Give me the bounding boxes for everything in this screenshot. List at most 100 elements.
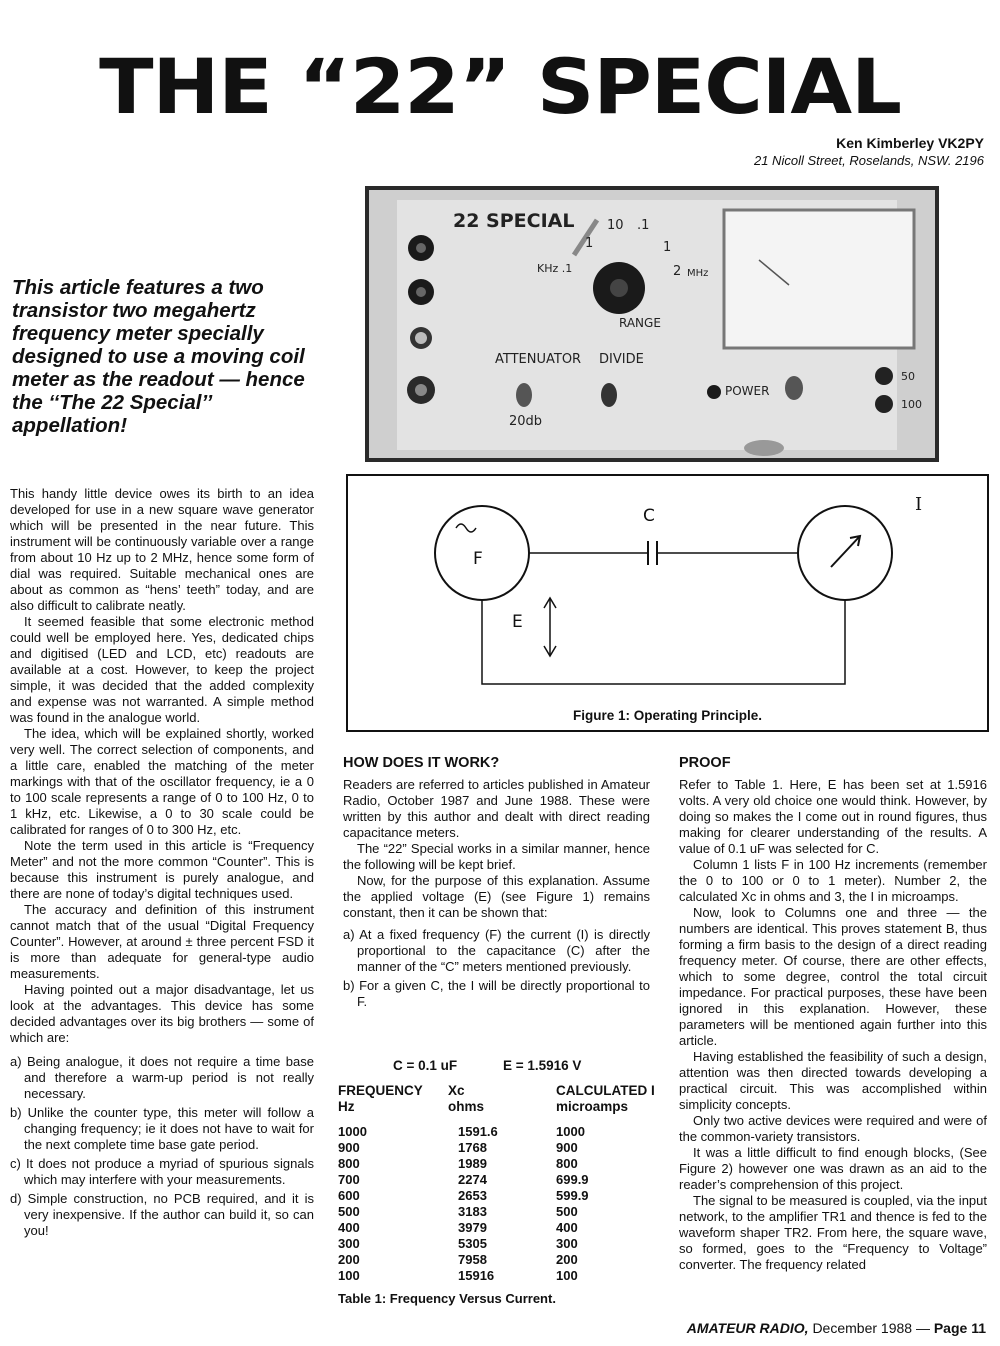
header-line: microamps <box>556 1099 629 1114</box>
column-header-current: CALCULATED I microamps <box>556 1083 655 1115</box>
list-item: b) For a given C, the I will be directly… <box>343 978 650 1009</box>
paragraph: Readers are referred to articles publish… <box>343 777 650 840</box>
paragraph: Now, look to Columns one and three — the… <box>679 905 987 1048</box>
paragraph: The accuracy and definition of this inst… <box>10 902 314 981</box>
table-cell: 3979 <box>458 1220 487 1235</box>
table-caption: Table 1: Frequency Versus Current. <box>338 1291 556 1306</box>
table-cell: 500 <box>556 1204 578 1219</box>
paragraph: Having pointed out a major disadvantage,… <box>10 982 314 1045</box>
paragraph: It seemed feasible that some electronic … <box>10 614 314 725</box>
table-cell: 7958 <box>458 1252 487 1267</box>
author-address: 21 Nicoll Street, Roselands, NSW. 2196 <box>753 153 984 168</box>
range-label: RANGE <box>619 316 661 330</box>
paragraph: Refer to Table 1. Here, E has been set a… <box>679 777 987 856</box>
table-cell: 1000 <box>556 1124 585 1139</box>
table-cell: 900 <box>338 1140 360 1155</box>
table-condition-c: C = 0.1 uF <box>393 1058 458 1073</box>
mhz-label: MHz <box>687 268 709 279</box>
byline: Ken Kimberley VK2PY 21 Nicoll Street, Ro… <box>754 134 984 169</box>
table-cell: 400 <box>338 1220 360 1235</box>
table-cell: 500 <box>338 1204 360 1219</box>
table-cell: 2274 <box>458 1172 487 1187</box>
table-cell: 800 <box>556 1156 578 1171</box>
table-cell: 800 <box>338 1156 360 1171</box>
table-cell: 200 <box>556 1252 578 1267</box>
paragraph: This handy little device owes its birth … <box>10 486 314 613</box>
label-f: F <box>473 549 483 569</box>
table-cell: 1768 <box>458 1140 487 1155</box>
paragraph: It was a little difficult to find enough… <box>679 1145 987 1192</box>
column-header-frequency: FREQUENCY Hz <box>338 1083 423 1115</box>
divide-label: DIVIDE <box>599 352 644 367</box>
paragraph: Only two active devices were required an… <box>679 1113 987 1144</box>
device-panel-drawing <box>369 190 935 458</box>
panel-brand: 22 SPECIAL <box>453 210 575 232</box>
paragraph: The “22” Special works in a similar mann… <box>343 841 650 872</box>
article-title: THE “22” SPECIAL <box>99 42 902 131</box>
dial-mark-1: 1 <box>585 236 594 251</box>
attenuator-label: ATTENUATOR <box>495 352 582 367</box>
paragraph: Note the term used in this article is “F… <box>10 838 314 901</box>
table-row: 700 2274 699.9 <box>338 1172 668 1188</box>
table-cell: 3183 <box>458 1204 487 1219</box>
table-cell: 700 <box>338 1172 360 1187</box>
scale-50-label: 50 <box>901 370 915 383</box>
table-cell: 5305 <box>458 1236 487 1251</box>
dial-mark-point1: .1 <box>637 218 650 233</box>
section-heading: PROOF <box>679 755 731 771</box>
paragraph: Column 1 lists F in 100 Hz increments (r… <box>679 857 987 904</box>
header-line: FREQUENCY <box>338 1083 423 1098</box>
label-e: E <box>512 612 523 632</box>
issue-date: December 1988 — <box>812 1320 930 1336</box>
paragraph: Having established the feasibility of su… <box>679 1049 987 1112</box>
table-cell: 900 <box>556 1140 578 1155</box>
table-row: 900 1768 900 <box>338 1140 668 1156</box>
circuit-diagram <box>434 505 893 685</box>
author-name: Ken Kimberley VK2PY <box>836 135 984 151</box>
dial-mark-10: 10 <box>607 218 624 233</box>
figure-caption: Figure 1: Operating Principle. <box>572 708 763 723</box>
table-row: 500 3183 500 <box>338 1204 668 1220</box>
table-cell: 400 <box>556 1220 578 1235</box>
scale-100-label: 100 <box>901 398 922 411</box>
db-label: 20db <box>509 414 543 429</box>
table-cell: 15916 <box>458 1268 495 1283</box>
body-column-1: This handy little device owes its birth … <box>10 486 314 1239</box>
page-number: Page 11 <box>933 1320 986 1336</box>
list-item: c) It does not produce a myriad of spuri… <box>10 1156 314 1187</box>
table-cell: 600 <box>338 1188 360 1203</box>
table-cell: 699.9 <box>556 1172 589 1187</box>
table-cell: 100 <box>338 1268 360 1283</box>
body-column-2: HOW DOES IT WORK? Readers are referred t… <box>343 753 650 1010</box>
column-header-xc: Xc ohms <box>448 1083 484 1115</box>
device-photo: 22 SPECIAL 10 .1 1 1 KHz .1 2 MHz RANGE … <box>365 186 939 462</box>
list-item: b) Unlike the counter type, this meter w… <box>10 1105 314 1152</box>
table-cell: 100 <box>556 1268 578 1283</box>
section-heading: HOW DOES IT WORK? <box>343 755 500 771</box>
intro-standfirst: This article features a two transistor t… <box>12 276 305 437</box>
list-item: a) At a fixed frequency (F) the current … <box>343 927 650 974</box>
table-cell: 1989 <box>458 1156 487 1171</box>
page-footer: AMATEUR RADIO, December 1988 — Page 11 <box>687 1320 986 1336</box>
dial-mark-2: 2 <box>673 264 682 279</box>
label-i: I <box>915 494 923 515</box>
table-row: 400 3979 400 <box>338 1220 668 1236</box>
paragraph: The idea, which will be explained shortl… <box>10 726 314 837</box>
table-cell: 300 <box>338 1236 360 1251</box>
table-row: 800 1989 800 <box>338 1156 668 1172</box>
list-item: d) Simple construction, no PCB required,… <box>10 1191 314 1238</box>
table-condition-e: E = 1.5916 V <box>503 1058 582 1073</box>
power-label: POWER <box>725 384 770 398</box>
figure-1: C I F E Figure 1: Operating Principle. <box>346 474 989 732</box>
dial-mark-1b: 1 <box>663 240 672 255</box>
header-line: Hz <box>338 1099 355 1114</box>
list-item: a) Being analogue, it does not require a… <box>10 1054 314 1101</box>
table-cell: 599.9 <box>556 1188 589 1203</box>
table-cell: 1591.6 <box>458 1124 498 1139</box>
magazine-name: AMATEUR RADIO, <box>686 1320 809 1336</box>
table-row: 100 15916 100 <box>338 1268 668 1284</box>
